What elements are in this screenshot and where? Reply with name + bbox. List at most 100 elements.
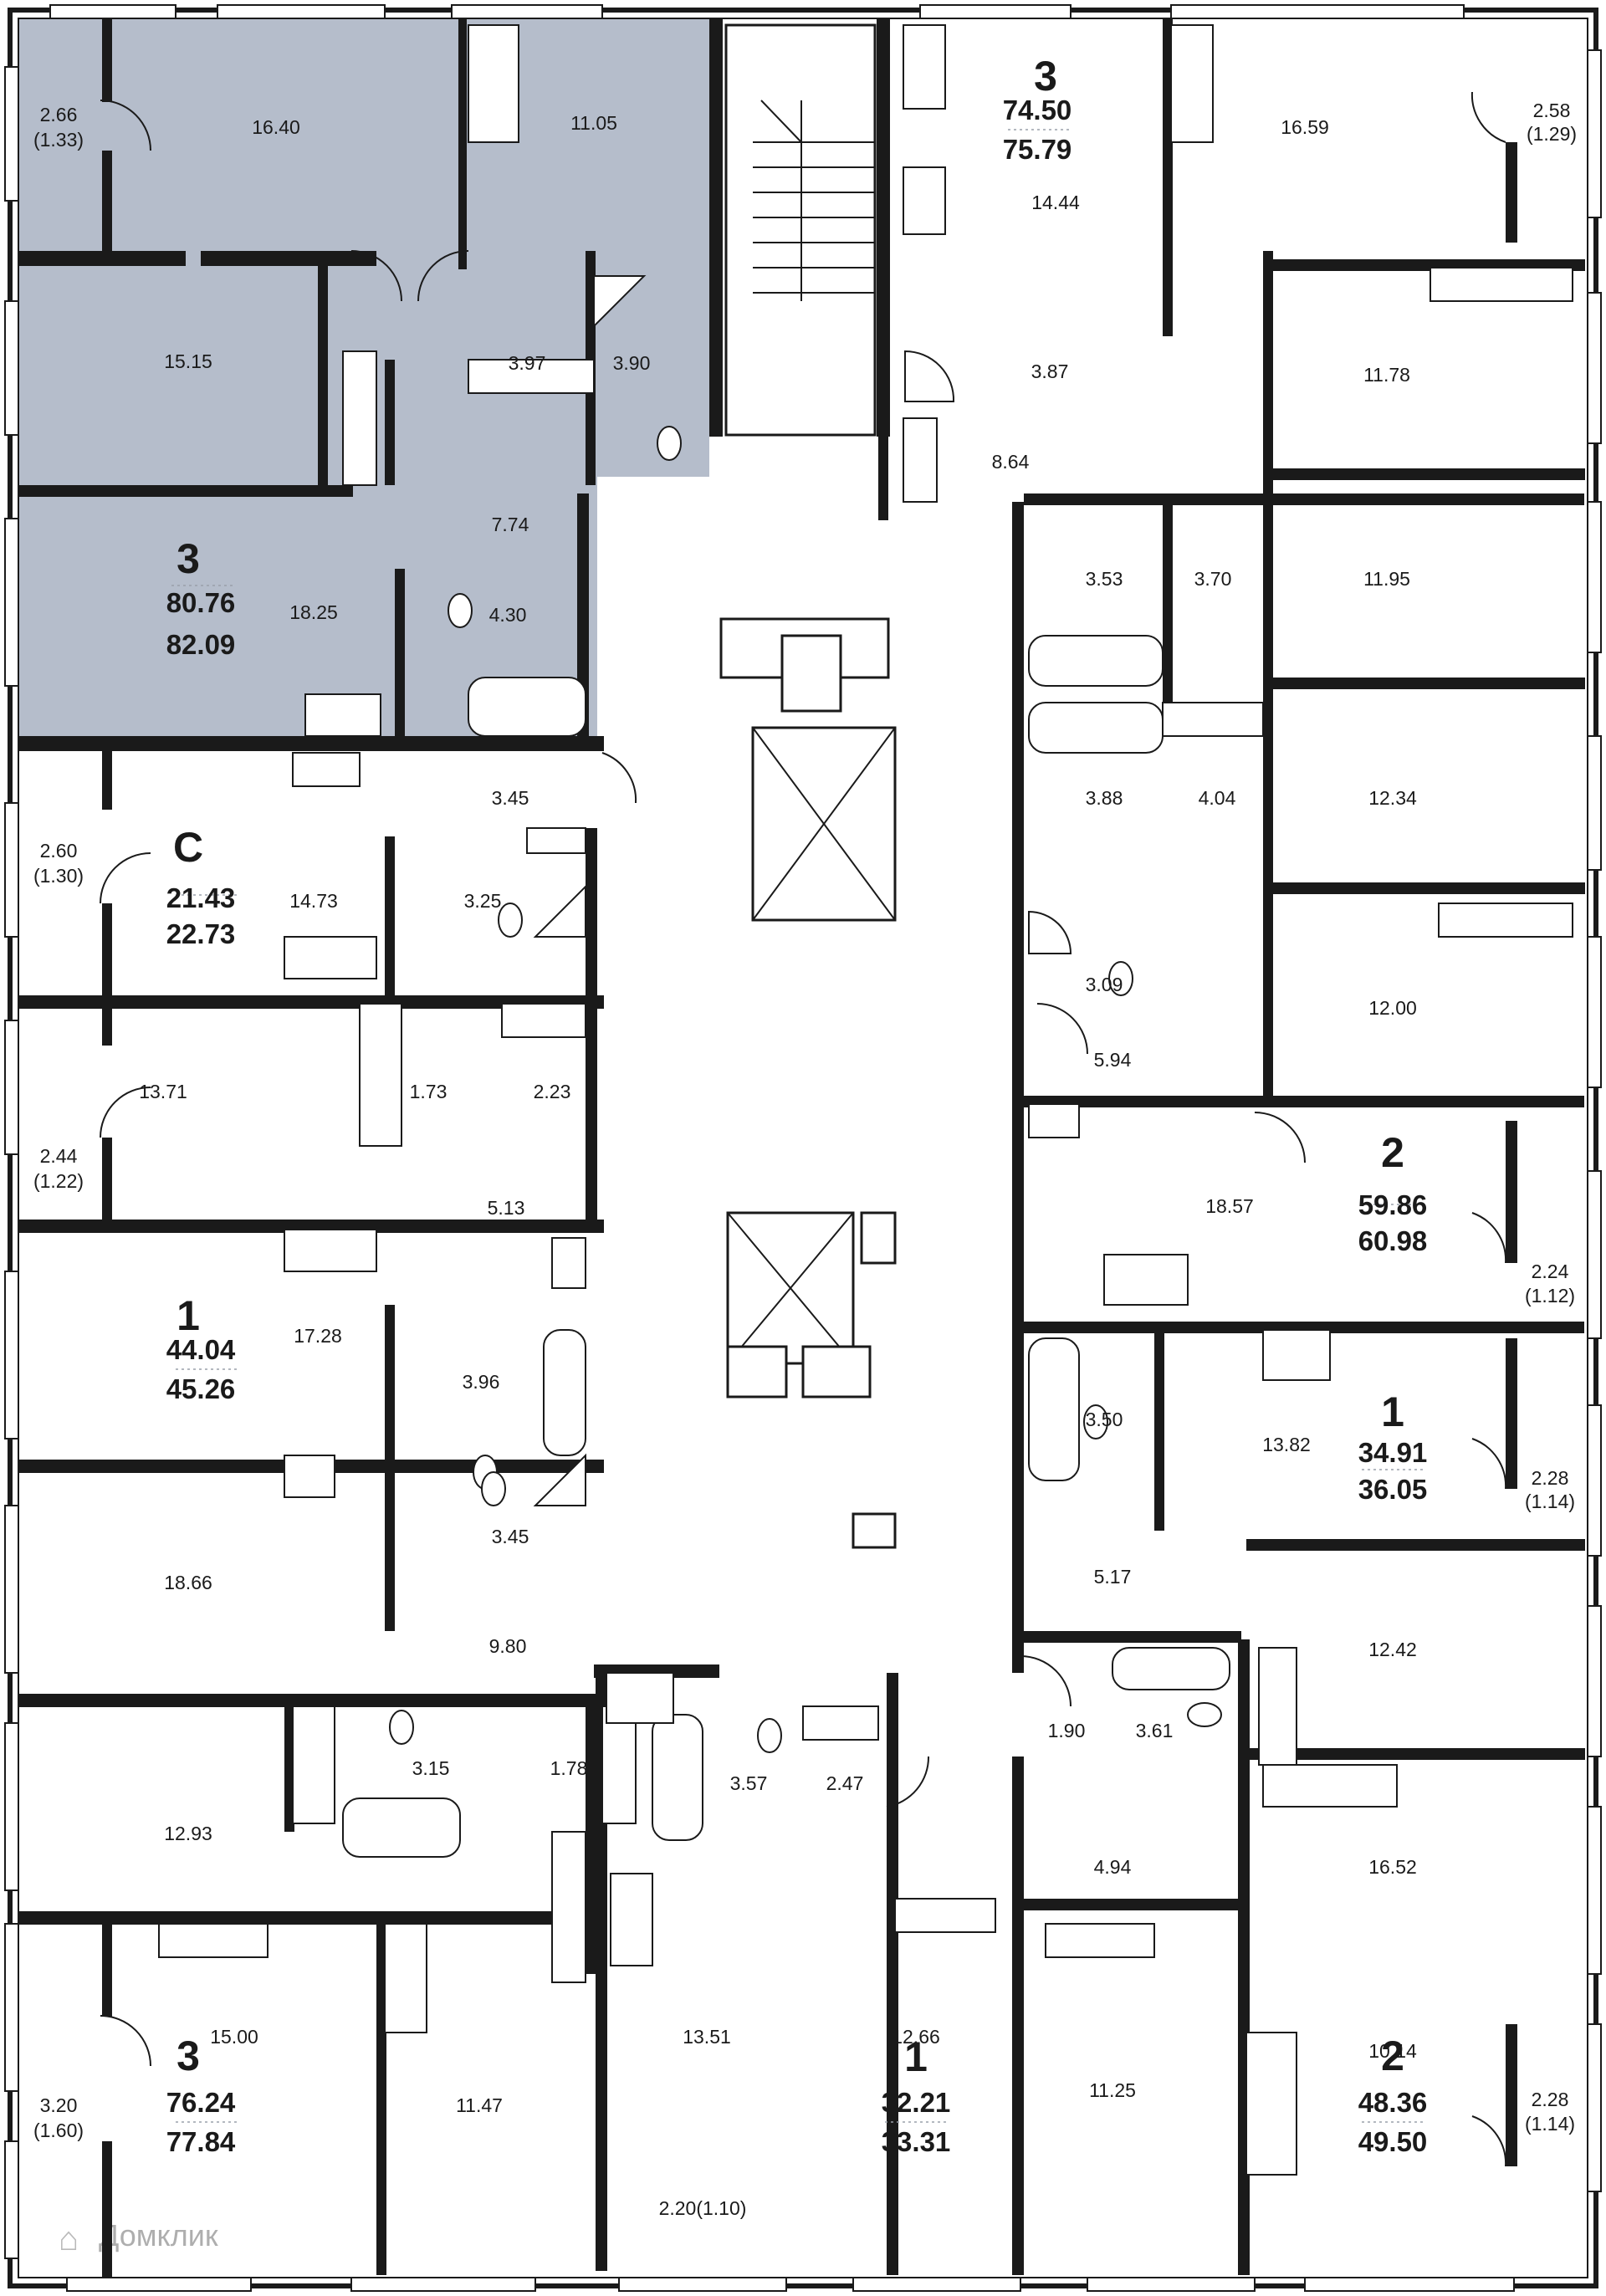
area-separators <box>171 129 1424 2123</box>
room-area: 7.74 <box>492 514 529 535</box>
total-area: 36.05 <box>1358 1474 1428 1505</box>
room-area: 8.64 <box>992 451 1030 473</box>
room-area: 3.87 <box>1031 361 1069 382</box>
door-swings <box>100 91 1507 2167</box>
room-area: 1.90 <box>1048 1720 1086 1741</box>
room-area: 3.97 <box>509 352 546 374</box>
balcony-area: 2.20(1.10) <box>659 2197 747 2219</box>
room-count: 3 <box>176 2033 200 2079</box>
room-area: 5.17 <box>1094 1566 1132 1588</box>
apartment-2-room-bottom-right[interactable]: 2 48.36 49.50 12.42 1.90 3.61 4.94 16.52… <box>1048 1639 1575 2157</box>
room-area: 5.94 <box>1094 1049 1132 1071</box>
apartment-1-room-left[interactable]: 1 44.04 45.26 13.71 1.73 2.23 2.44 (1.22… <box>33 1081 570 1404</box>
room-area: 15.00 <box>210 2026 258 2048</box>
room-area: 3.90 <box>613 352 651 374</box>
room-count: 3 <box>1034 53 1057 100</box>
room-area: 13.71 <box>139 1081 187 1102</box>
watermark-logo: Домклик <box>99 2218 218 2253</box>
room-area: 13.82 <box>1262 1434 1311 1455</box>
room-area: 3.45 <box>492 1526 529 1547</box>
interior-walls <box>18 18 1585 2278</box>
room-area: 11.47 <box>456 2094 503 2116</box>
room-area: 17.28 <box>294 1325 342 1347</box>
room-area: 18.25 <box>289 601 338 623</box>
room-area: 13.51 <box>683 2026 731 2048</box>
radiators <box>158 24 1573 2176</box>
living-area: 59.86 <box>1358 1189 1428 1220</box>
balcony-area-reduced: (1.14) <box>1525 2113 1575 2135</box>
total-area: 77.84 <box>166 2126 236 2157</box>
plumbing-fixtures <box>284 24 1398 1966</box>
total-area: 33.31 <box>882 2126 951 2157</box>
room-area: 3.15 <box>412 1757 450 1779</box>
room-count: 1 <box>176 1292 200 1339</box>
room-area: 16.40 <box>252 116 300 138</box>
room-count: 3 <box>176 535 200 582</box>
total-area: 82.09 <box>166 629 236 660</box>
room-area: 3.96 <box>463 1371 500 1393</box>
balcony-area-reduced: (1.29) <box>1527 123 1577 145</box>
living-area: 74.50 <box>1003 95 1072 125</box>
room-area: 3.88 <box>1086 787 1123 809</box>
apartment-3-room-top-center[interactable]: 3 74.50 75.79 14.44 16.59 2.58 (1.29) 11… <box>992 53 1577 590</box>
room-area: 3.53 <box>1086 568 1123 590</box>
room-area: 18.57 <box>1205 1195 1254 1217</box>
room-area: 10.14 <box>1368 2040 1417 2062</box>
living-area: 44.04 <box>166 1334 236 1365</box>
room-area: 2.47 <box>826 1772 864 1794</box>
room-area: 14.44 <box>1031 192 1080 213</box>
total-area: 49.50 <box>1358 2126 1428 2157</box>
room-area: 3.70 <box>1194 568 1232 590</box>
apartment-1-room-right[interactable]: 1 34.91 36.05 3.50 13.82 2.28 (1.14) 5.1… <box>1086 1388 1575 1588</box>
room-area: 3.50 <box>1086 1409 1123 1430</box>
balcony-area: 2.60 <box>40 840 78 862</box>
living-area: 21.43 <box>166 882 236 913</box>
room-count: 1 <box>1381 1388 1404 1435</box>
room-area: 2.23 <box>534 1081 571 1102</box>
living-area: 80.76 <box>166 587 236 618</box>
apartment-2-room-right-top[interactable]: 2 59.86 60.98 3.88 4.04 12.34 3.09 12.00… <box>1086 787 1575 1307</box>
room-area: 11.05 <box>570 112 617 134</box>
room-area: 4.04 <box>1199 787 1236 809</box>
room-area: 12.00 <box>1368 997 1417 1019</box>
balcony-area-reduced: (1.14) <box>1525 1491 1575 1512</box>
balcony-area: 2.58 <box>1533 100 1571 121</box>
facade-windows <box>4 4 1602 2292</box>
living-area: 76.24 <box>166 2087 236 2118</box>
apartment-3-room-bottom-left[interactable]: 3 76.24 77.84 18.66 3.45 9.80 12.93 3.15… <box>33 1526 587 2157</box>
room-area: 3.25 <box>464 890 502 912</box>
total-area: 22.73 <box>166 918 236 949</box>
watermark-logo: ⌂ <box>59 2221 79 2258</box>
balcony-area: 2.44 <box>40 1145 78 1167</box>
room-count: 1 <box>904 2033 928 2080</box>
room-area: 12.66 <box>892 2026 940 2048</box>
room-count: 2 <box>1381 2033 1404 2079</box>
apartment-1-room-bottom-center[interactable]: 1 32.21 33.31 3.57 2.47 13.51 12.66 2.20… <box>659 1772 951 2219</box>
apartment-3-room-top-left[interactable]: 3 80.76 82.09 16.40 11.05 2.66 (1.33) 15… <box>33 104 650 660</box>
living-area: 32.21 <box>882 2087 951 2118</box>
room-area: 11.95 <box>1363 568 1410 590</box>
apartment-studio[interactable]: С 21.43 22.73 2.60 (1.30) 3.45 14.73 3.2… <box>33 787 529 949</box>
room-area: 3.09 <box>1086 974 1123 995</box>
room-area: 16.59 <box>1281 116 1329 138</box>
room-area: 12.42 <box>1368 1639 1417 1660</box>
room-area: 16.52 <box>1368 1856 1417 1878</box>
stair-elevator-core <box>719 23 897 1549</box>
balcony-area-reduced: (1.30) <box>33 865 84 887</box>
room-area: 4.94 <box>1094 1856 1132 1878</box>
living-area: 48.36 <box>1358 2087 1428 2118</box>
room-area: 1.78 <box>550 1757 588 1779</box>
room-area: 11.25 <box>1089 2079 1136 2101</box>
room-area: 4.30 <box>489 604 527 626</box>
balcony-area: 2.66 <box>40 104 78 125</box>
room-area: 5.13 <box>488 1197 525 1219</box>
balcony-area: 2.28 <box>1532 1467 1569 1489</box>
room-area: 12.93 <box>164 1823 212 1844</box>
living-area: 34.91 <box>1358 1437 1428 1468</box>
room-area: 1.73 <box>410 1081 448 1102</box>
balcony-area: 2.24 <box>1532 1260 1569 1282</box>
total-area: 45.26 <box>166 1373 236 1404</box>
room-area: 3.45 <box>492 787 529 809</box>
room-area: 15.15 <box>164 350 212 372</box>
